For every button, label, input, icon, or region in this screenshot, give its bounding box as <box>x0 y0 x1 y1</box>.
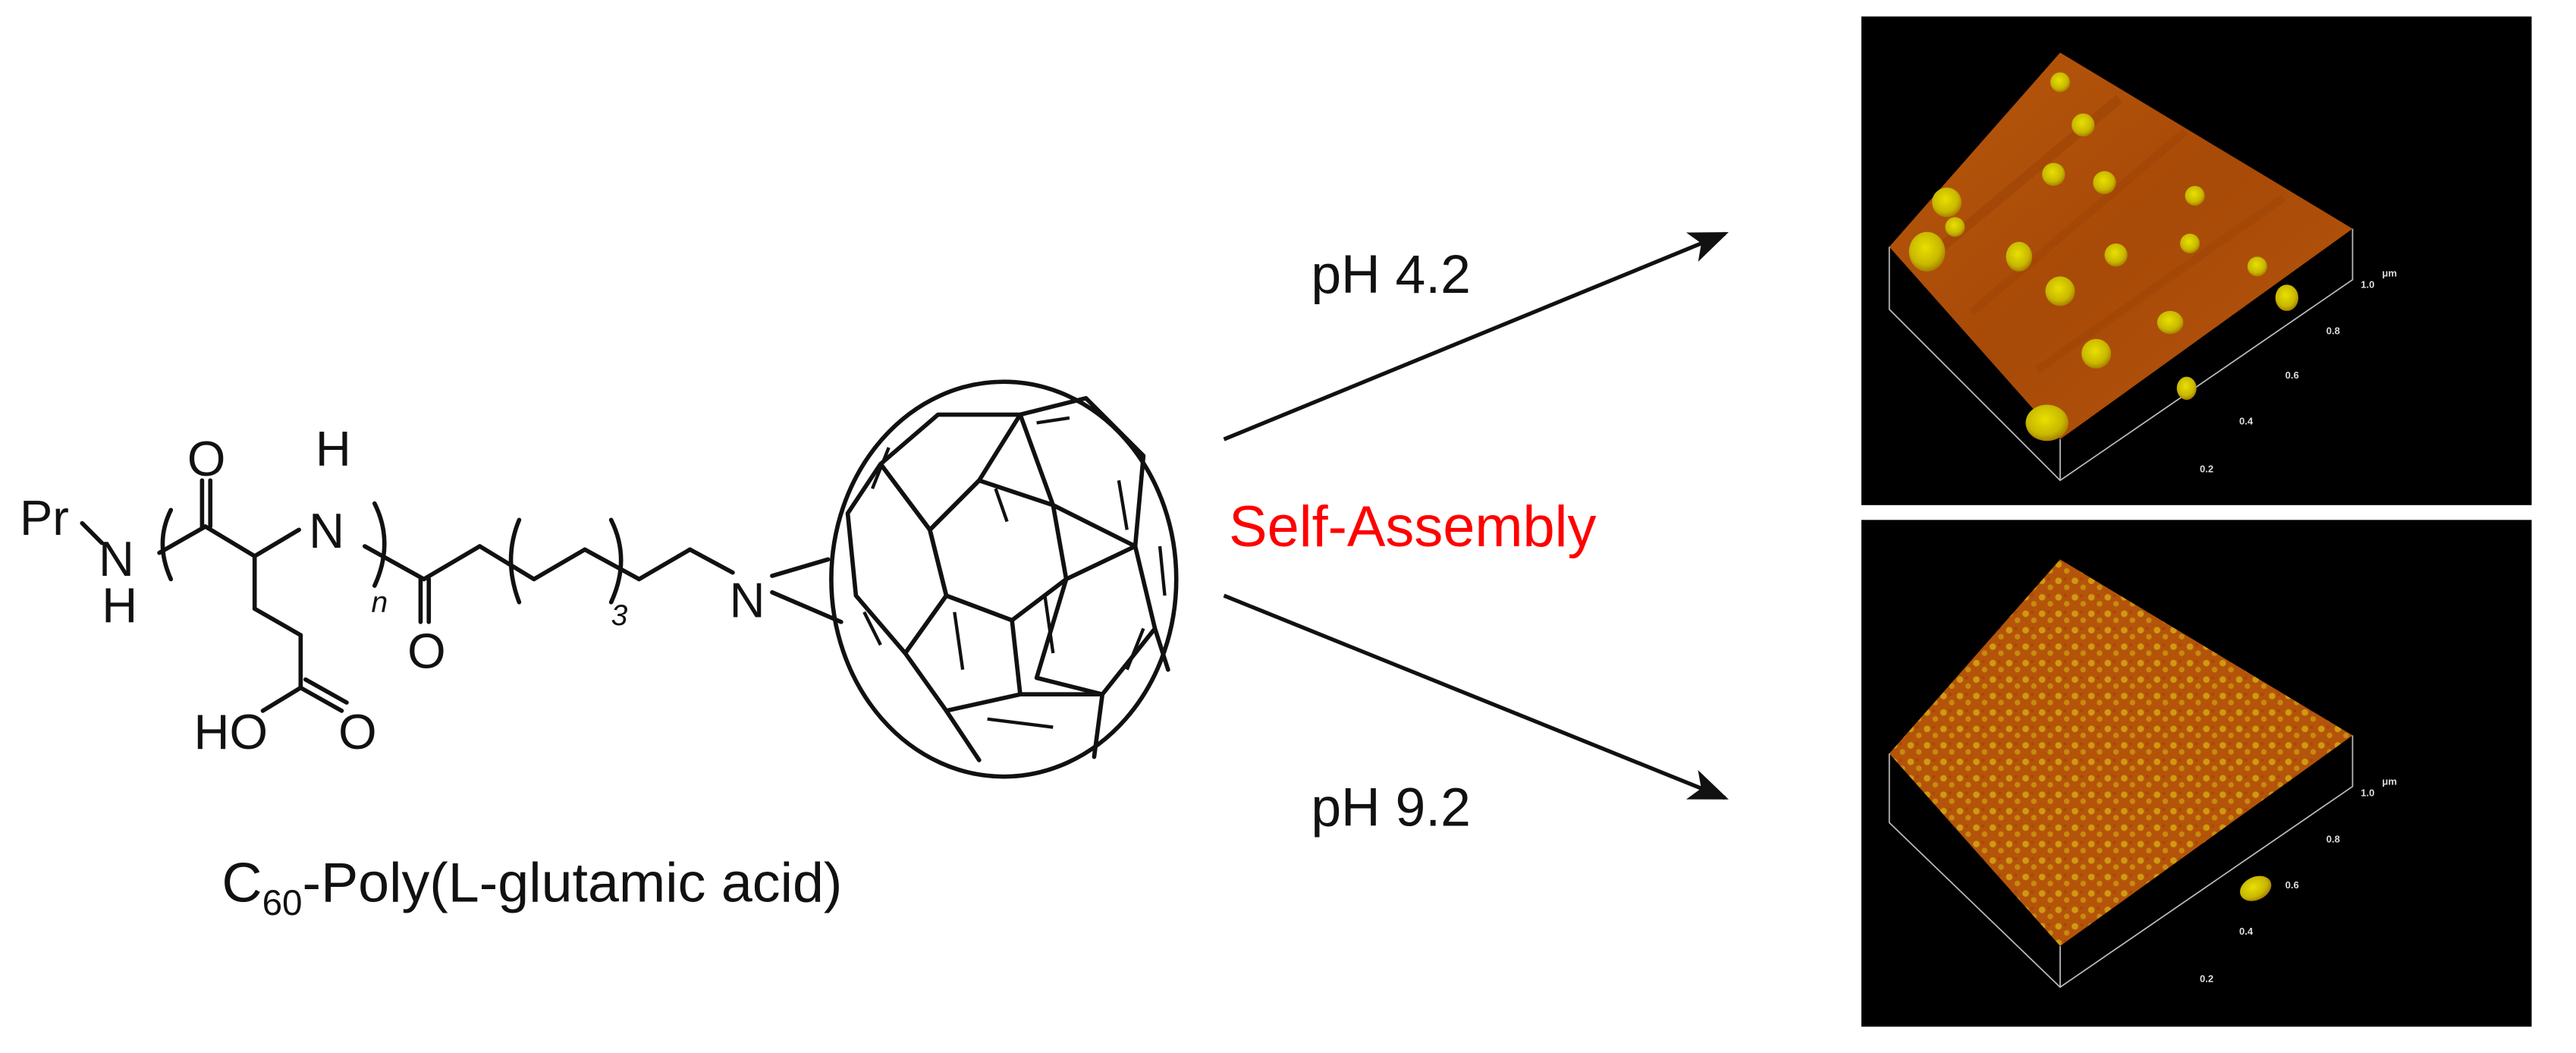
arrow-up-icon <box>1223 231 1729 442</box>
repeat-n: n <box>371 586 388 619</box>
nh-mid-n: N <box>309 503 344 558</box>
tick-0-4: 0.4 <box>2239 926 2254 937</box>
tick-0-2: 0.2 <box>2200 463 2213 474</box>
process-arrows <box>1223 231 1729 800</box>
tick-1-0: 1.0 <box>2361 787 2374 799</box>
tick-1-0: 1.0 <box>2361 279 2374 291</box>
molecule-caption: C60-Poly(L-glutamic acid) <box>221 850 842 923</box>
afm-image-ph-9-2: 0.2 0.4 0.6 0.8 1.0 μm <box>1861 520 2532 1027</box>
carbonyl-o1: O <box>187 431 226 486</box>
aziridine-n: N <box>730 572 765 627</box>
carbonyl-o2: O <box>407 623 446 678</box>
arrow-down-icon <box>1223 593 1729 800</box>
nh-left-h: H <box>102 577 137 633</box>
axis-unit: μm <box>2382 267 2397 278</box>
acid-o-label: O <box>338 704 377 759</box>
self-assembly-label: Self-Assembly <box>1229 495 1596 559</box>
pr-label: Pr <box>20 490 69 545</box>
tick-0-4: 0.4 <box>2239 416 2254 427</box>
chemical-structure: Pr N H O H N n HO O O <box>20 421 843 759</box>
ho-label: HO <box>194 704 268 759</box>
tick-0-8: 0.8 <box>2326 325 2340 336</box>
upper-ph-label: pH 4.2 <box>1311 244 1471 305</box>
nh-left-n: N <box>99 531 134 586</box>
tick-0-6: 0.6 <box>2285 369 2299 381</box>
afm-image-ph-4-2: 0.2 0.4 0.6 0.8 1.0 μm <box>1861 16 2532 505</box>
lower-ph-label: pH 9.2 <box>1311 778 1471 838</box>
nh-mid-h: H <box>316 421 351 476</box>
tick-0-8: 0.8 <box>2326 833 2340 844</box>
axis-unit: μm <box>2382 775 2397 787</box>
afm-particles <box>1908 72 2298 442</box>
c60-fullerene-icon <box>829 379 1179 779</box>
repeat-3: 3 <box>611 599 628 632</box>
tick-0-2: 0.2 <box>2200 973 2213 985</box>
tick-0-6: 0.6 <box>2285 879 2299 891</box>
